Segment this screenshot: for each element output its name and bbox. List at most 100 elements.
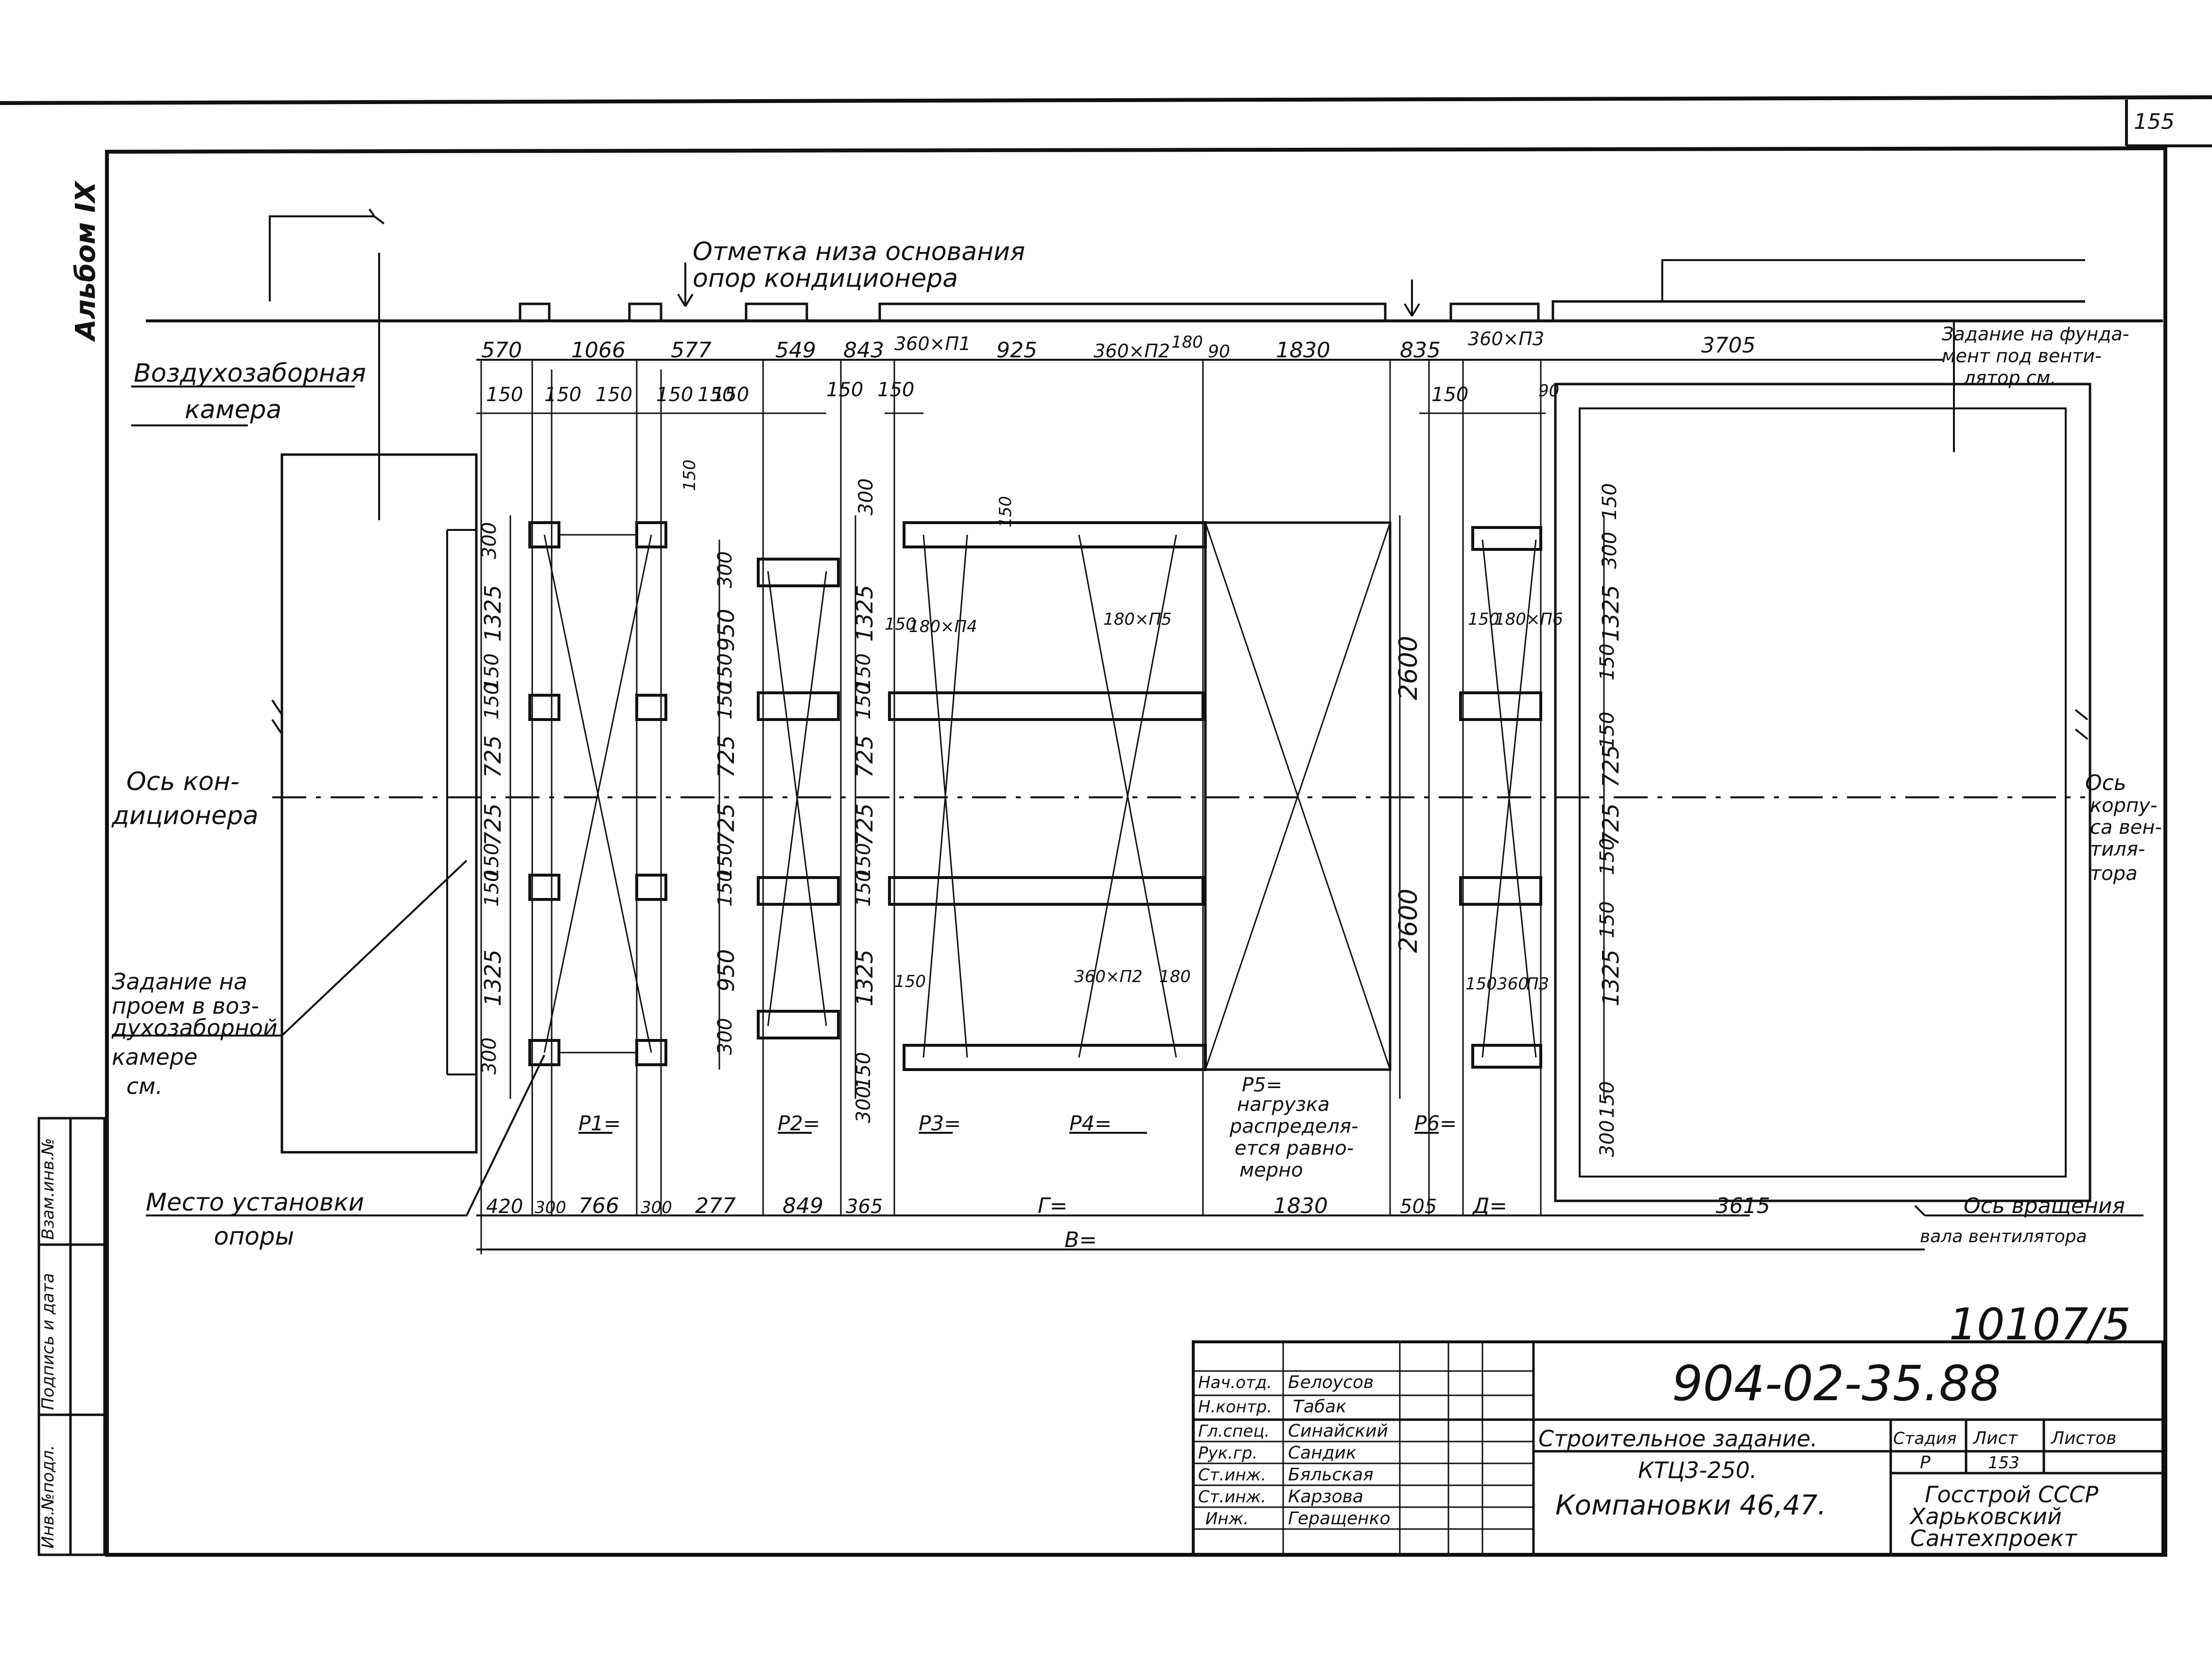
load-p3: P3=: [919, 1111, 961, 1135]
svg-text:Ст.инж.: Ст.инж.: [1198, 1487, 1266, 1507]
intake-chamber-outline: [271, 253, 478, 1154]
dimension-lines: [476, 359, 1944, 1254]
svg-text:1325: 1325: [1598, 585, 1624, 642]
svg-text:360: 360: [1497, 974, 1529, 994]
svg-text:300: 300: [714, 551, 736, 588]
svg-text:150: 150: [894, 972, 926, 991]
opening-task-2: проем в воз-: [112, 993, 259, 1019]
support-place-1: Место установки: [146, 1188, 364, 1216]
svg-text:150: 150: [1599, 483, 1621, 520]
svg-text:725: 725: [852, 735, 878, 778]
svg-text:150: 150: [714, 653, 736, 690]
stage-value: Р: [1920, 1453, 1931, 1473]
svg-text:2600: 2600: [1394, 636, 1423, 700]
fan-foundation-3: лятор см.: [1963, 367, 2056, 388]
svg-text:1325: 1325: [852, 950, 878, 1006]
dim-top-835: 835: [1400, 338, 1441, 363]
side-stamp-3: Взам.инв.№: [38, 1138, 58, 1240]
svg-text:150: 150: [714, 843, 736, 880]
dim-top-925: 925: [996, 338, 1037, 363]
svg-text:Бяльская: Бяльская: [1288, 1465, 1374, 1485]
svg-text:Синайский: Синайский: [1288, 1421, 1388, 1441]
dim-bot-300b: 300: [641, 1198, 672, 1217]
fan-axis-2: корпу-: [2090, 794, 2157, 817]
fan-axis-5: тора: [2090, 862, 2138, 885]
vert-dims-right: 150 300 1325 150 150 725 725 150 150 132…: [1596, 483, 1624, 1157]
dim-small-5: 150: [712, 384, 749, 406]
p5-note-2: нагрузка: [1237, 1093, 1330, 1116]
svg-text:150: 150: [1468, 610, 1499, 629]
svg-text:950: 950: [713, 949, 739, 992]
svg-text:П3: П3: [1526, 974, 1549, 994]
svg-text:150: 150: [996, 496, 1015, 528]
p5-note-5: мерно: [1239, 1159, 1303, 1181]
svg-text:Инж.: Инж.: [1205, 1509, 1249, 1529]
leader-lines: [112, 386, 2143, 1216]
dim-small-9: 150: [697, 384, 734, 406]
opening-task-3: духозаборной: [111, 1015, 278, 1041]
sheet-header: Лист: [1972, 1428, 2018, 1448]
intake-title-1: Воздухозаборная: [134, 359, 366, 388]
title-block-frame: [1192, 1340, 2164, 1556]
svg-text:Гл.спец.: Гл.спец.: [1198, 1422, 1270, 1441]
svg-text:725: 725: [1598, 745, 1624, 788]
dim-small-6: 150: [826, 379, 863, 401]
rotation-axis-1: Ось вращения: [1964, 1194, 2125, 1218]
cond-axis-2: диционера: [111, 801, 259, 830]
dim-bot-365: 365: [846, 1196, 883, 1218]
p5-note-4: ется равно-: [1235, 1137, 1354, 1160]
dim-bot-1830: 1830: [1273, 1194, 1328, 1218]
svg-text:150: 150: [1596, 712, 1619, 749]
fan-axis-1: Ось: [2085, 771, 2126, 795]
svg-text:150: 150: [680, 459, 699, 491]
svg-text:Ст.инж.: Ст.инж.: [1198, 1465, 1266, 1485]
svg-text:300: 300: [1599, 532, 1621, 569]
svg-text:150: 150: [1596, 644, 1619, 681]
dim-bot-g: Г=: [1038, 1194, 1067, 1218]
fan-foundation-2: мент под венти-: [1942, 345, 2102, 367]
svg-text:Н.контр.: Н.контр.: [1198, 1397, 1272, 1417]
rotation-axis-2: вала вентилятора: [1920, 1227, 2087, 1247]
dim-top-549: 549: [775, 338, 816, 363]
dim-small-4: 150: [656, 384, 693, 406]
p5-note-3: распределя-: [1229, 1115, 1358, 1138]
dim-bot-300a: 300: [535, 1198, 566, 1217]
svg-text:150: 150: [481, 870, 503, 907]
base-level-title-2: опор кондиционера: [693, 264, 958, 293]
staff-names: Белоусов Табак Синайский Сандик Бяльская…: [1288, 1372, 1390, 1529]
svg-text:150: 150: [481, 653, 503, 690]
svg-text:300: 300: [714, 1018, 736, 1055]
fan-foundation-1: Задание на фунда-: [1942, 323, 2129, 345]
svg-text:180: 180: [1159, 967, 1191, 986]
intake-title-2: камера: [185, 395, 281, 424]
dim-small-3: 150: [595, 384, 632, 406]
org-1: Госстрой СССР: [1925, 1481, 2098, 1508]
fan-casing-outline: [1554, 321, 2091, 1202]
supports-col2: [757, 558, 840, 1039]
dim-top-p3: 360×П3: [1468, 328, 1544, 350]
svg-text:150: 150: [481, 683, 503, 720]
svg-text:Табак: Табак: [1293, 1397, 1346, 1417]
dim-top-577: 577: [671, 338, 712, 363]
dim-bot-d: Д=: [1472, 1194, 1507, 1218]
opening-task-5: см.: [126, 1073, 163, 1099]
opening-task-4: камере: [112, 1044, 197, 1070]
svg-text:725: 725: [713, 735, 739, 778]
dim-small-1: 150: [486, 384, 523, 406]
side-stamp-2: Подпись и дата: [38, 1273, 58, 1410]
svg-text:360×П2: 360×П2: [1074, 967, 1143, 986]
svg-text:150: 150: [1596, 1081, 1619, 1118]
svg-text:1325: 1325: [852, 585, 878, 642]
svg-text:150: 150: [481, 843, 503, 880]
dim-top-3705: 3705: [1701, 333, 1756, 358]
svg-text:300: 300: [478, 1038, 501, 1074]
svg-text:725: 725: [1598, 803, 1624, 846]
doc-title-3: Компановки 46,47.: [1555, 1490, 1826, 1521]
svg-text:725: 725: [852, 803, 878, 846]
svg-text:150: 150: [853, 1052, 875, 1089]
project-code: 904-02-35.88: [1672, 1355, 2001, 1412]
stage-header: Стадия: [1893, 1429, 1956, 1448]
svg-text:150: 150: [853, 843, 875, 880]
svg-text:150: 150: [1465, 974, 1497, 994]
